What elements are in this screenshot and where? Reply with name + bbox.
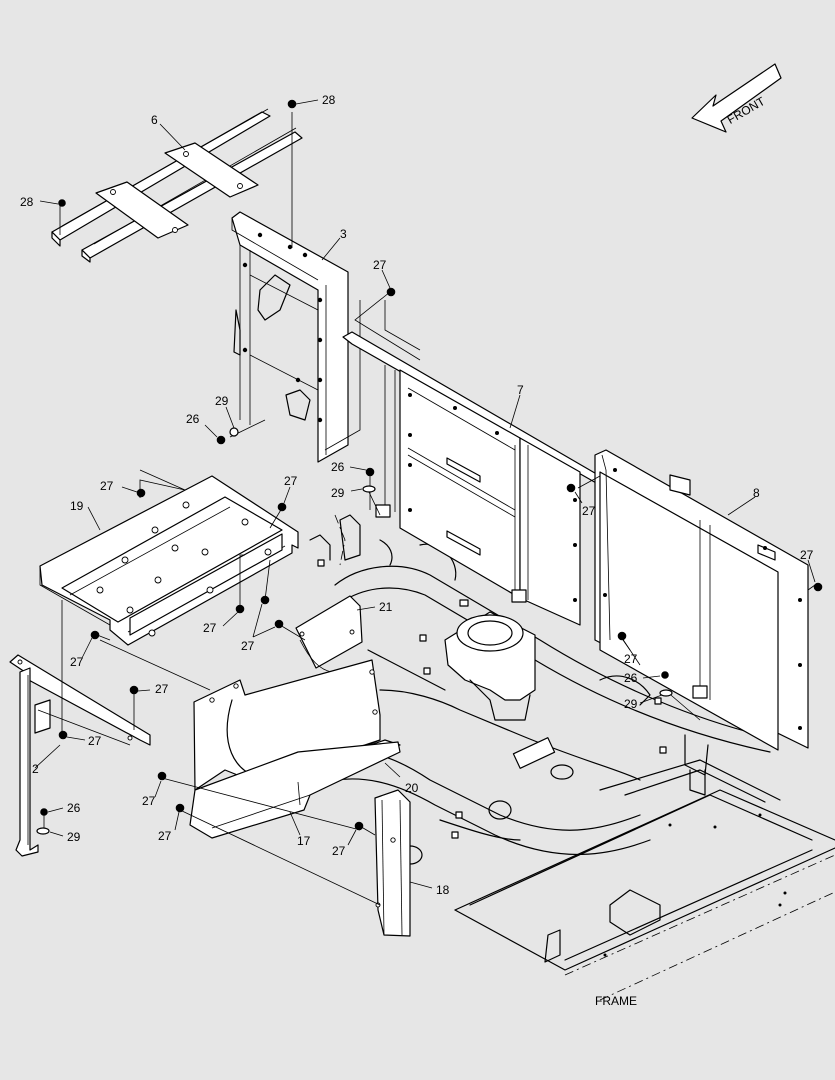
alignment-lines xyxy=(43,112,816,906)
callout-21: 21 xyxy=(379,600,393,614)
callout-27-n: 27 xyxy=(332,844,346,858)
main-frame xyxy=(309,514,835,1001)
callout-27-c: 27 xyxy=(284,474,298,488)
fasteners xyxy=(36,99,823,835)
callout-19: 19 xyxy=(70,499,84,513)
callout-27-b: 27 xyxy=(100,479,114,493)
callout-27-f: 27 xyxy=(203,621,217,635)
callout-leaders xyxy=(34,99,816,889)
callout-27-d: 27 xyxy=(582,504,596,518)
part-17-bottom-plate xyxy=(189,741,401,839)
callout-29-c: 29 xyxy=(624,697,638,711)
callout-2: 2 xyxy=(32,762,39,776)
part-21-cover-plate xyxy=(295,595,363,673)
callout-17: 17 xyxy=(297,834,311,848)
callout-7: 7 xyxy=(517,383,524,397)
callout-27-a: 27 xyxy=(373,258,387,272)
callout-27-m: 27 xyxy=(158,829,172,843)
callout-labels: 28 6 28 3 27 7 8 29 26 27 27 26 29 27 27… xyxy=(20,93,814,897)
callout-3: 3 xyxy=(340,227,347,241)
part-19-floor-plate xyxy=(39,475,299,646)
callout-27-k: 27 xyxy=(88,734,102,748)
callout-26-c: 26 xyxy=(624,671,638,685)
part-18-guard xyxy=(374,789,411,937)
callout-27-g: 27 xyxy=(241,639,255,653)
callout-8: 8 xyxy=(753,486,760,500)
frame-caption: FRAME xyxy=(595,994,637,1008)
callout-27-j: 27 xyxy=(624,652,638,666)
callout-29-d: 29 xyxy=(67,830,81,844)
callout-29-b: 29 xyxy=(331,486,345,500)
callout-26-a: 26 xyxy=(186,412,200,426)
callout-27-i: 27 xyxy=(155,682,169,696)
part-2-support-stand xyxy=(9,654,151,857)
callout-27-h: 27 xyxy=(70,655,84,669)
part-3-upright-frame xyxy=(231,211,361,463)
callout-27-e: 27 xyxy=(800,548,814,562)
callout-29-a: 29 xyxy=(215,394,229,408)
callout-20: 20 xyxy=(405,781,419,795)
callout-6: 6 xyxy=(151,113,158,127)
callout-27-l: 27 xyxy=(142,794,156,808)
callout-26-d: 26 xyxy=(67,801,81,815)
part-8-side-panel xyxy=(594,449,809,751)
callout-28-top: 28 xyxy=(322,93,336,107)
callout-18: 18 xyxy=(436,883,450,897)
front-direction-arrow: FRONT xyxy=(691,63,782,133)
callout-28-left: 28 xyxy=(20,195,34,209)
callout-26-b: 26 xyxy=(331,460,345,474)
part-7-partition-panel xyxy=(342,300,601,626)
part-6-rail-assembly xyxy=(51,108,303,263)
